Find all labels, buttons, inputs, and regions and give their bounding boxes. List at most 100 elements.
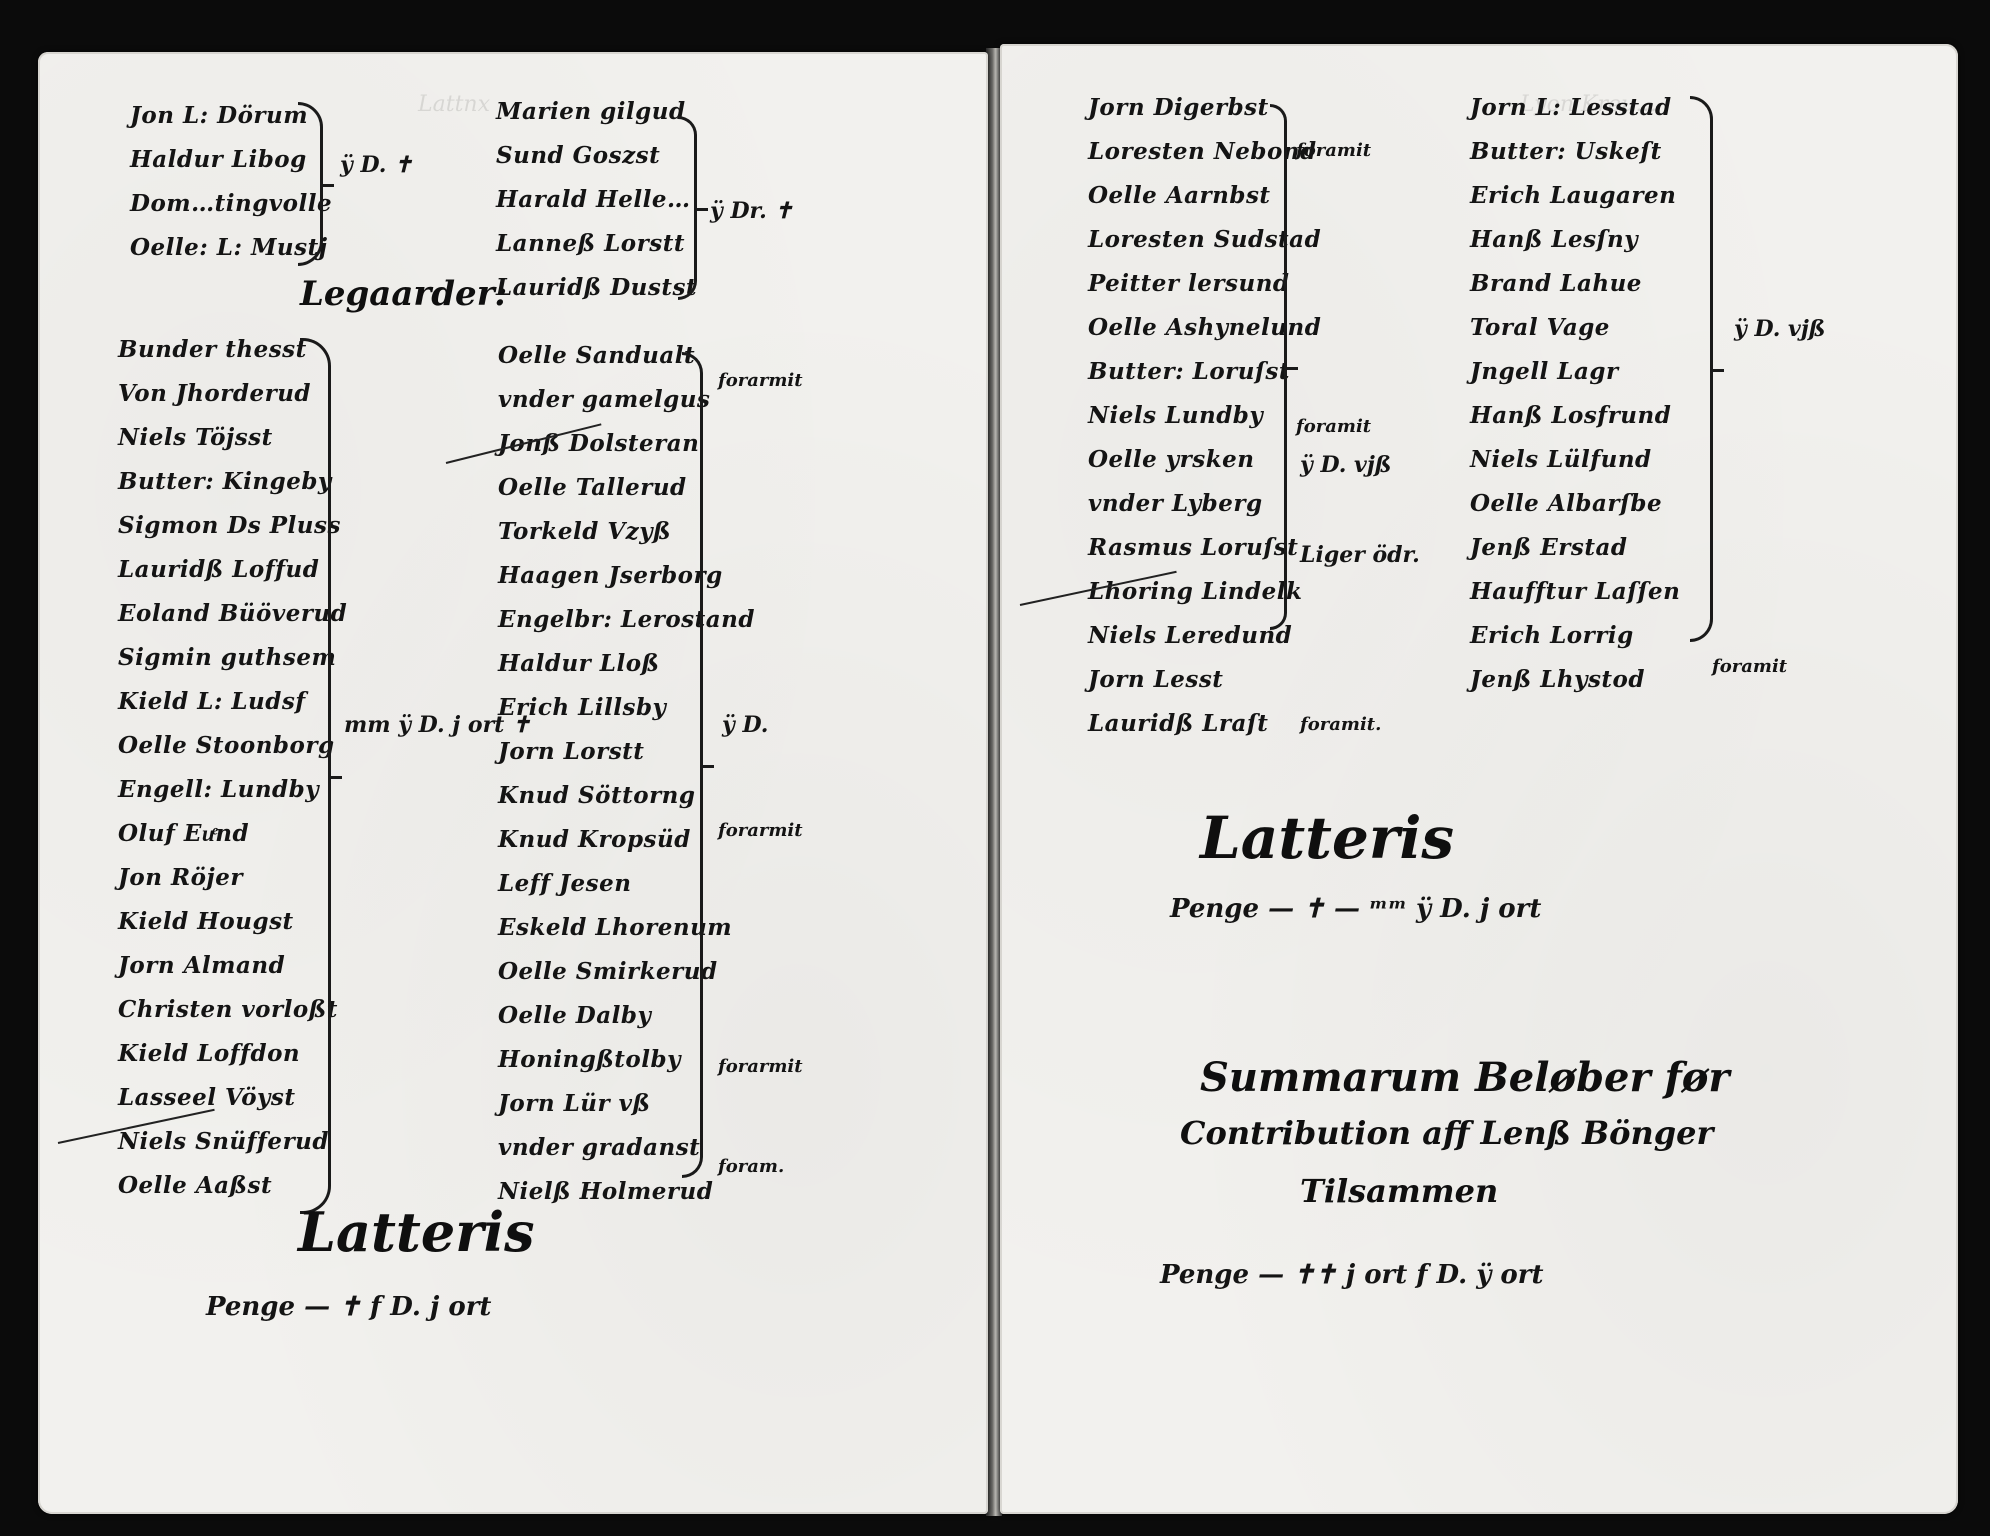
list-item: Haufftur Laſſen — [1470, 578, 1681, 605]
list-item: Brand Lahue — [1470, 270, 1642, 297]
list-item: Sigmon Ds Pluss — [118, 512, 341, 539]
list-item: Haldur Lloß — [498, 650, 660, 677]
list-item: Jorn Almand — [118, 952, 286, 979]
list-item: Haagen Jserborg — [498, 562, 723, 589]
list-item: Oelle Aarnbst — [1088, 182, 1271, 209]
list-item: Honingßtolby — [498, 1046, 681, 1073]
bracket — [1690, 96, 1724, 642]
bracket — [300, 338, 342, 1214]
list-item: Rasmus Loruſst — [1088, 534, 1299, 561]
list-item: Erich Lillsby — [498, 694, 667, 721]
list-item: Niels Töjsst — [118, 424, 273, 451]
section-heading: Legaarder: — [300, 274, 508, 314]
list-item: Oelle Tallerud — [498, 474, 687, 501]
list-item: Jenß Lhystod — [1470, 666, 1645, 693]
left-col2-group1: Marien gilgud Sund Goszst Harald Helle… … — [496, 90, 697, 310]
list-item: Niels Leredund — [1088, 622, 1293, 649]
list-item: Erich Laugaren — [1470, 182, 1677, 209]
bracket-note: foramit — [1296, 416, 1372, 437]
list-item: Oelle Dalby — [498, 1002, 652, 1029]
list-item: Dom…tingvolle — [130, 190, 333, 217]
list-item: Oelle Sandualt — [498, 342, 696, 369]
bleed-through-text: Lyon Kreu… — [1520, 92, 1658, 117]
bracket-note: mm ÿ D. j ort ✝ — [344, 712, 531, 738]
list-item: Jon Röjer — [118, 864, 243, 891]
list-item: Lasseel Vöyst — [118, 1084, 296, 1111]
list-item: vnder Lyberg — [1088, 490, 1263, 517]
list-item: Jorn Lür vß — [498, 1090, 651, 1117]
book-gutter — [986, 48, 1002, 1516]
list-item: Oelle Smirkerud — [498, 958, 718, 985]
list-item: Kield Hougst — [118, 908, 294, 935]
left-page: Lattnx Jon L: Dörum Haldur Libog Dom…tin… — [38, 52, 988, 1514]
bracket-note: forarmit — [718, 820, 803, 841]
list-item: Nielß Holmerud — [498, 1178, 714, 1205]
list-item: Oelle yrsken — [1088, 446, 1255, 473]
list-item: Jorn Lesst — [1088, 666, 1224, 693]
bleed-through-text: Lattnx — [418, 92, 490, 117]
list-item: Leff Jesen — [498, 870, 632, 897]
list-item: Haldur Libog — [130, 146, 307, 173]
bracket — [678, 116, 708, 300]
bracket-note: foram. — [718, 1156, 785, 1177]
list-item: Eskeld Lhorenum — [498, 914, 733, 941]
bracket-note: foramit — [1296, 140, 1372, 161]
list-item: Jenß Erstad — [1470, 534, 1628, 561]
list-item: Peitter lersund — [1088, 270, 1290, 297]
right-col1: Jorn Digerbst Loresten Nebond Oelle Aarn… — [1088, 86, 1321, 746]
list-item: Oluf Euͤnd — [118, 820, 250, 847]
list-item: Niels Snüfferud — [118, 1128, 329, 1155]
list-item: Oelle Stoonborg — [118, 732, 335, 759]
list-item: Sund Goszst — [496, 142, 661, 169]
bracket-note: Liger ödr. — [1300, 542, 1420, 568]
left-col1-group2: Bunder thesst Von Jhorderud Niels Töjsst… — [118, 328, 347, 1208]
list-item: Butter: Loruſst — [1088, 358, 1290, 385]
bracket-note: forarmit — [718, 370, 803, 391]
list-item: Oelle: L: Mustj — [130, 234, 328, 261]
summa-heading: Latteris — [298, 1200, 535, 1264]
bracket — [1270, 104, 1298, 630]
list-item: Niels Lundby — [1088, 402, 1264, 429]
list-item: Jon L: Dörum — [130, 102, 309, 129]
list-item: Lauridß Lraſt — [1088, 710, 1269, 737]
list-item: Kield L: Ludsf — [118, 688, 306, 715]
list-item: Loresten Nebond — [1088, 138, 1317, 165]
list-item: Erich Lorrig — [1470, 622, 1634, 649]
list-item: Lauridß Dustst — [496, 274, 698, 301]
list-item: Harald Helle… — [496, 186, 691, 213]
list-item: Jorn Digerbst — [1088, 94, 1269, 121]
list-item: Jngell Lagr — [1470, 358, 1619, 385]
list-item: Oelle Albarſbe — [1470, 490, 1663, 517]
bracket-note: ÿ D. vjß — [1734, 316, 1826, 342]
list-item: Bunder thesst — [118, 336, 307, 363]
list-item: Kield Loffdon — [118, 1040, 301, 1067]
summarum-total: Penge — ✝✝ j ort f D. ÿ ort — [1160, 1260, 1544, 1290]
list-item: Oelle Ashynelund — [1088, 314, 1322, 341]
summarum-line-3: Tilsammen — [1300, 1172, 1499, 1210]
list-item: Lauridß Loffud — [118, 556, 320, 583]
summa-total: Penge — ✝ f D. j ort — [206, 1292, 492, 1322]
list-item: Jonß Dolsteran — [498, 430, 700, 457]
list-item: Knud Söttorng — [498, 782, 696, 809]
right-page: Lyon Kreu… Jorn Digerbst Loresten Nebond… — [1000, 44, 1958, 1514]
list-item: Butter: Kingeby — [118, 468, 332, 495]
list-item: Toral Vage — [1470, 314, 1610, 341]
summarum-line-2: Contribution aff Lenß Bönger — [1180, 1114, 1714, 1152]
list-item: Butter: Uskeſt — [1470, 138, 1662, 165]
list-item: Lanneß Lorstt — [496, 230, 685, 257]
bracket-note: ÿ Dr. ✝ — [710, 198, 793, 224]
list-item: Christen vorloßt — [118, 996, 338, 1023]
list-item: Torkeld Vzyß — [498, 518, 672, 545]
bracket-note: foramit — [1712, 656, 1788, 677]
bracket — [682, 352, 714, 1178]
list-item: Niels Lülfund — [1470, 446, 1652, 473]
bracket-note: foramit. — [1300, 714, 1382, 735]
bracket-note: ÿ D. ✝ — [340, 152, 413, 178]
list-item: Marien gilgud — [496, 98, 686, 125]
list-item: vnder gradanst — [498, 1134, 701, 1161]
list-item: Oelle Aaßst — [118, 1172, 273, 1199]
list-item: Von Jhorderud — [118, 380, 312, 407]
right-col2: Jorn L: Lesstad Butter: Uskeſt Erich Lau… — [1470, 86, 1680, 702]
bracket — [298, 102, 334, 266]
left-col2-group2: Oelle Sandualt vnder gamelgus Jonß Dolst… — [498, 334, 755, 1214]
